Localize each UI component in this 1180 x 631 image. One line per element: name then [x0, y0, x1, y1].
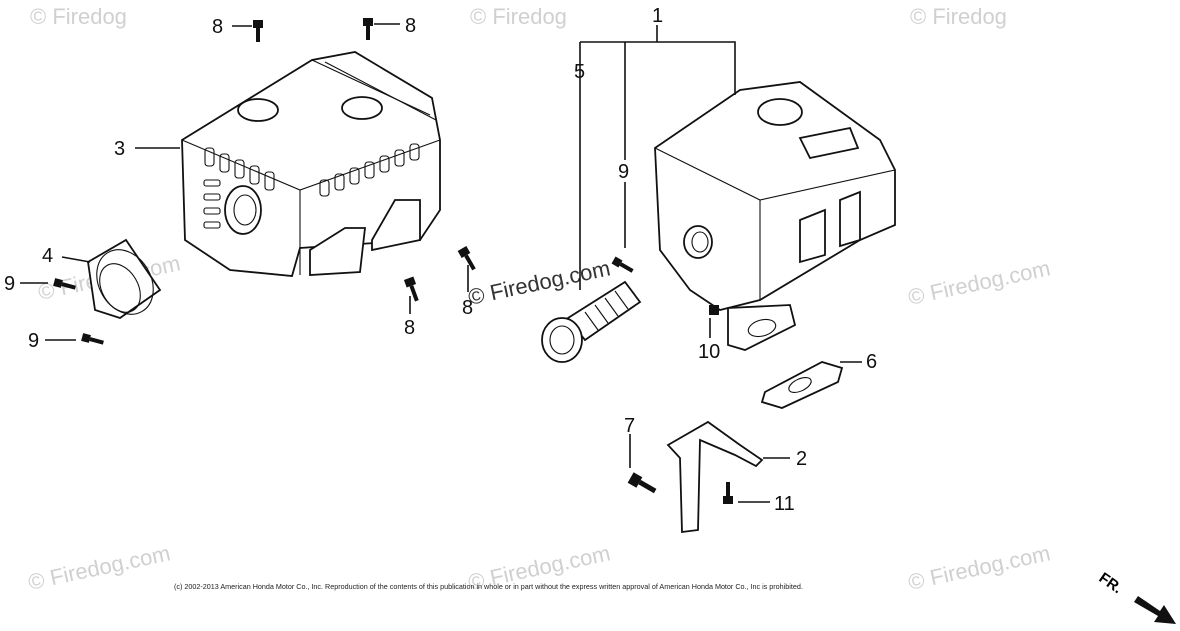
callout-8-center: 8: [462, 297, 473, 319]
leader-lines: [20, 23, 862, 503]
watermarks: © Firedog © Firedog © Firedog © Firedog.…: [26, 4, 1053, 595]
callout-2: 2: [796, 448, 807, 470]
callout-6: 6: [866, 351, 877, 373]
front-arrow-icon: [1134, 596, 1176, 624]
bolts: [53, 18, 733, 504]
callout-11: 11: [774, 493, 795, 515]
callout-1: 1: [652, 5, 663, 27]
muffler-protector-illustration: [181, 51, 441, 277]
spark-arrester-illustration: [541, 280, 642, 363]
callout-4: 4: [42, 245, 53, 267]
callout-9-upper-left: 9: [4, 273, 15, 295]
callout-8-bottom: 8: [404, 317, 415, 339]
watermark-bottom-left: © Firedog.com: [26, 540, 173, 595]
watermark-middle-center: © Firedog.com: [466, 255, 613, 310]
stay-bracket-illustration: [666, 420, 764, 534]
callout-8-top-left: 8: [212, 16, 223, 38]
muffler-illustration: [654, 81, 896, 351]
copyright-notice: (c) 2002-2013 American Honda Motor Co., …: [174, 582, 803, 591]
callouts: 1 2 3 4 5 6 7 8 8 8 8 9 9 9 10 11: [4, 5, 877, 515]
callout-5: 5: [574, 61, 585, 83]
callout-7: 7: [624, 415, 635, 437]
watermark-top-right: © Firedog: [910, 4, 1007, 29]
watermark-bottom-right: © Firedog.com: [906, 540, 1053, 595]
callout-10: 10: [698, 341, 720, 363]
watermark-middle-right: © Firedog.com: [906, 255, 1053, 310]
callout-3: 3: [114, 138, 125, 160]
muffler-cover-illustration: [87, 238, 162, 319]
watermark-top-left: © Firedog: [30, 4, 127, 29]
callout-9-lower-left: 9: [28, 330, 39, 352]
front-direction-indicator: FR.: [1096, 569, 1176, 624]
gasket-illustration: [760, 361, 844, 409]
front-label: FR.: [1096, 569, 1126, 597]
callout-9-center: 9: [618, 161, 629, 183]
callout-8-top-right: 8: [405, 15, 416, 37]
watermark-top-center: © Firedog: [470, 4, 567, 29]
